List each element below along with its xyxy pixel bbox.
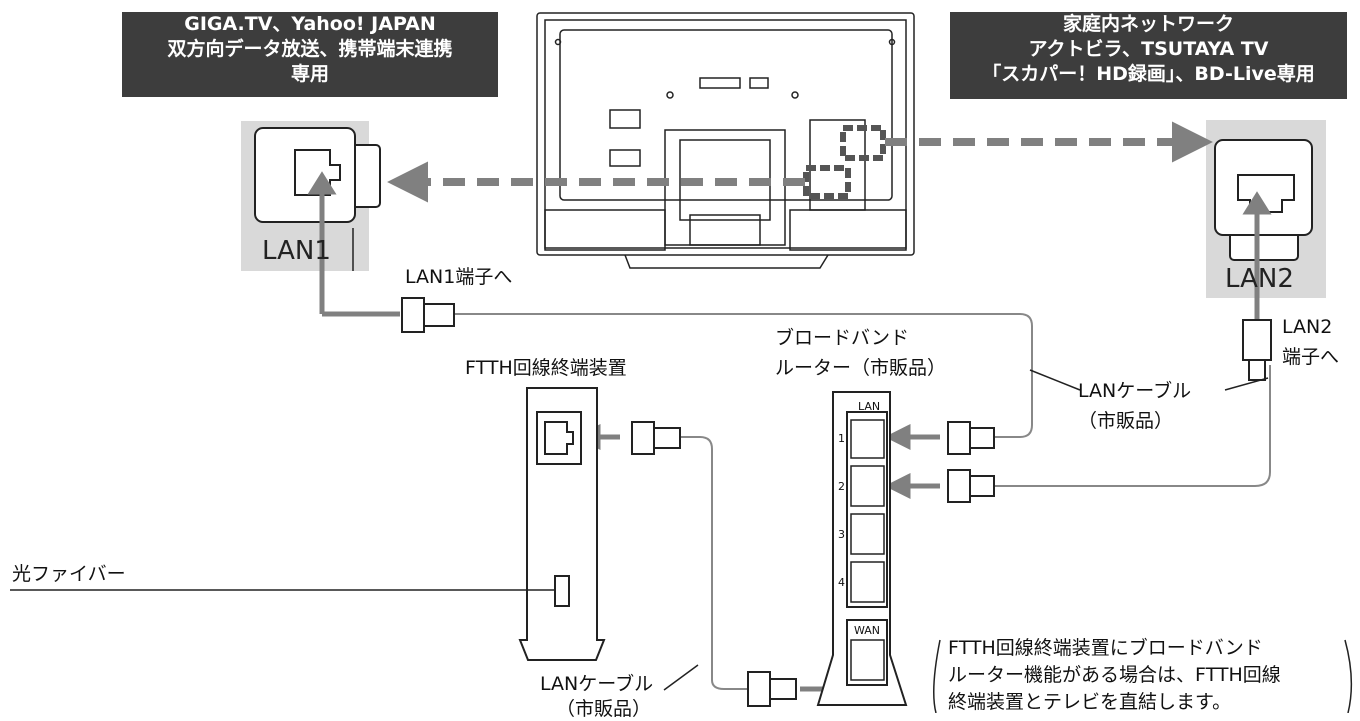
tv-port-highlights xyxy=(803,125,886,199)
ftth-label: FTTH回線終端装置 xyxy=(465,357,627,379)
lan2-jack xyxy=(1214,139,1313,261)
right-caption-box: 家庭内ネットワーク アクトビラ、TSUTAYA TV 「スカパー！HD録画」、B… xyxy=(950,12,1347,99)
right-caption-line1: 家庭内ネットワーク xyxy=(1062,13,1234,35)
router-label-1: ブロードバンド xyxy=(775,327,909,349)
callout-lines xyxy=(663,369,1353,713)
lan1-destination-label: LAN1端子へ xyxy=(405,266,513,288)
left-caption-line2: 双方向データ放送、携帯端末連携 xyxy=(167,38,453,60)
ftth-device xyxy=(518,387,606,661)
router-port-3: 3 xyxy=(838,528,845,541)
cable-label-bottom-2: （市販品） xyxy=(556,698,652,720)
left-caption-line1: GIGA.TV、Yahoo! JAPAN xyxy=(184,13,436,35)
lan1-jack xyxy=(254,127,381,223)
lan-cables xyxy=(455,313,1271,690)
tv-rear-illustration xyxy=(536,12,915,269)
router-label-2: ルーター（市販品） xyxy=(775,357,947,379)
router-wan-label: WAN xyxy=(854,624,881,637)
left-caption-line3: 専用 xyxy=(290,63,329,85)
note-line1: FTTH回線終端装置にブロードバンド xyxy=(948,637,1263,659)
router-port-1: 1 xyxy=(838,432,845,445)
fiber-label: 光ファイバー xyxy=(12,563,126,585)
lan-plugs xyxy=(401,297,1272,707)
port-label-lan1: LAN1 xyxy=(262,236,331,266)
router-port-2: 2 xyxy=(838,480,845,493)
cable-label-right-1: LANケーブル xyxy=(1078,380,1192,402)
right-caption-line2: アクトビラ、TSUTAYA TV xyxy=(1028,38,1269,60)
cable-label-bottom-1: LANケーブル xyxy=(540,673,654,695)
port-label-lan2: LAN2 xyxy=(1225,264,1294,294)
right-caption-line3: 「スカパー！HD録画」、BD-Live専用 xyxy=(982,63,1315,85)
router-lan-header: LAN xyxy=(858,400,881,413)
cable-label-right-2: （市販品） xyxy=(1078,410,1174,432)
note-line2: ルーター機能がある場合は、FTTH回線 xyxy=(948,664,1281,686)
dashed-arrow-left xyxy=(387,161,805,203)
lan2-destination-label-1: LAN2 xyxy=(1282,316,1333,338)
note-line3: 終端装置とテレビを直結します。 xyxy=(948,691,1232,713)
router-port-4: 4 xyxy=(838,576,845,589)
lan2-destination-label-2: 端子へ xyxy=(1282,346,1340,368)
router-ports xyxy=(850,419,885,681)
left-caption-box: GIGA.TV、Yahoo! JAPAN 双方向データ放送、携帯端末連携 専用 xyxy=(122,12,498,97)
dashed-arrow-right xyxy=(885,121,1213,163)
